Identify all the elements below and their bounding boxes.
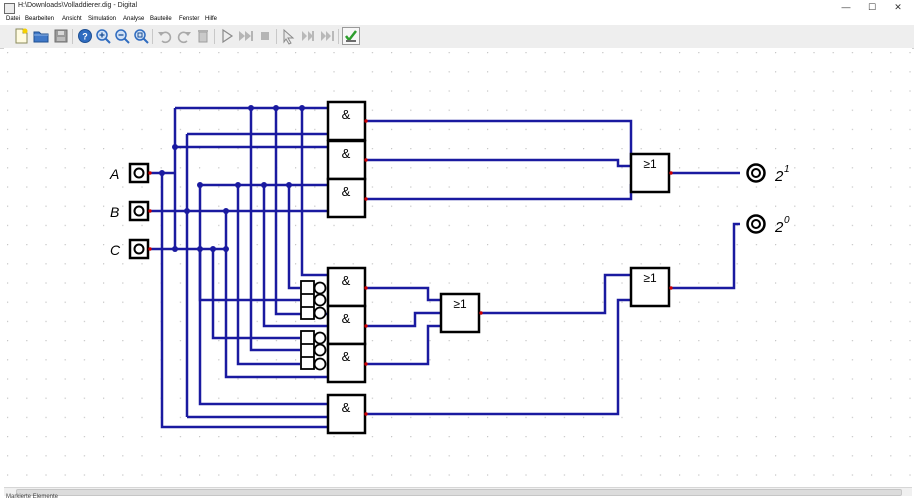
inverter-group-1[interactable] [300,280,327,320]
gate-label: & [342,311,351,326]
menu-fenster[interactable]: Fenster [179,16,200,22]
help-icon[interactable]: ? [76,27,94,45]
step-forward-icon[interactable] [299,27,317,45]
svg-text:?: ? [82,32,88,42]
inverter-group-2[interactable] [300,330,327,371]
menu-bearbeiten[interactable]: Bearbeiten [25,16,55,22]
toolbar-separator [72,29,73,44]
maximize-button[interactable]: ☐ [867,2,877,12]
status-text: Markierte Elemente [6,494,59,500]
menu-simulation[interactable]: Simulation [88,16,117,22]
input-label-c: C [110,242,121,258]
gate-label: & [342,107,351,122]
step-icon[interactable] [280,27,298,45]
menu-hilfe[interactable]: Hilfe [205,16,218,22]
gate-label: & [342,273,351,288]
menu-ansicht[interactable]: Ansicht [62,16,82,22]
and-gate-2[interactable]: & [326,139,368,181]
menu-bauteile[interactable]: Bauteile [150,16,172,22]
junctions [159,105,305,252]
toolbar-separator [214,29,215,44]
and-gate-5[interactable]: & [326,304,368,346]
new-file-icon[interactable] [12,27,30,45]
and-gate-6[interactable]: & [326,342,368,384]
horizontal-scrollbar[interactable] [4,487,912,496]
and-gate-7[interactable]: & [326,393,368,435]
gate-label: ≥1 [453,297,467,311]
and-gate-4[interactable]: & [326,266,368,308]
stop-icon[interactable] [256,27,274,45]
output-sum[interactable]: 2 0 [746,214,791,236]
menu-analyse[interactable]: Analyse [123,16,145,22]
output-exponent-sum: 0 [784,215,790,226]
menu-datei[interactable]: Datei [6,16,21,22]
undo-icon[interactable] [156,27,174,45]
output-exponent-carry: 1 [784,164,790,175]
title-bar: H:\Downloads\Volladdierer.dig - Digital … [0,0,914,15]
check-icon[interactable] [342,27,360,45]
play-icon[interactable] [218,27,236,45]
circuit-canvas[interactable]: A B C [4,48,912,487]
input-label-b: B [110,204,119,220]
input-a[interactable]: A [109,162,152,184]
gate-label: ≥1 [643,157,657,171]
minimize-button[interactable]: — [841,2,851,12]
input-label-a: A [109,166,119,182]
window-title: H:\Downloads\Volladdierer.dig - Digital [18,2,138,9]
gate-label: & [342,146,351,161]
output-carry[interactable]: 2 1 [746,163,790,185]
toolbar-separator [276,29,277,44]
open-folder-icon[interactable] [32,27,50,45]
zoom-fit-icon[interactable] [132,27,150,45]
gate-label: & [342,184,351,199]
zoom-out-icon[interactable] [113,27,131,45]
delete-icon[interactable] [194,27,212,45]
toolbar-separator [338,29,339,44]
or-gate-carry[interactable]: ≥1 [629,152,673,194]
gate-label: & [342,400,351,415]
or-gate-middle[interactable]: ≥1 [439,292,483,334]
output-label-sum: 2 [774,219,784,236]
menu-bar: Datei Bearbeiten Ansicht Simulation Anal… [0,15,914,25]
or-gate-sum[interactable]: ≥1 [629,266,673,308]
fast-forward-icon[interactable] [237,27,255,45]
gate-label: ≥1 [643,271,657,285]
input-b[interactable]: B [110,200,152,222]
toolbar: ? [0,25,914,49]
input-c[interactable]: C [110,238,152,260]
circuit-diagram: A B C [4,48,912,487]
grid-dots [4,48,912,487]
redo-icon[interactable] [175,27,193,45]
scrollbar-thumb[interactable] [16,489,902,496]
step-back-icon[interactable] [318,27,336,45]
toolbar-separator [152,29,153,44]
output-label-carry: 2 [774,168,784,185]
gate-label: & [342,349,351,364]
save-icon[interactable] [52,27,70,45]
close-button[interactable]: ✕ [894,2,902,12]
and-gate-3[interactable]: & [326,177,368,219]
zoom-in-icon[interactable] [94,27,112,45]
app-icon [4,3,15,14]
and-gate-1[interactable]: & [326,100,368,142]
